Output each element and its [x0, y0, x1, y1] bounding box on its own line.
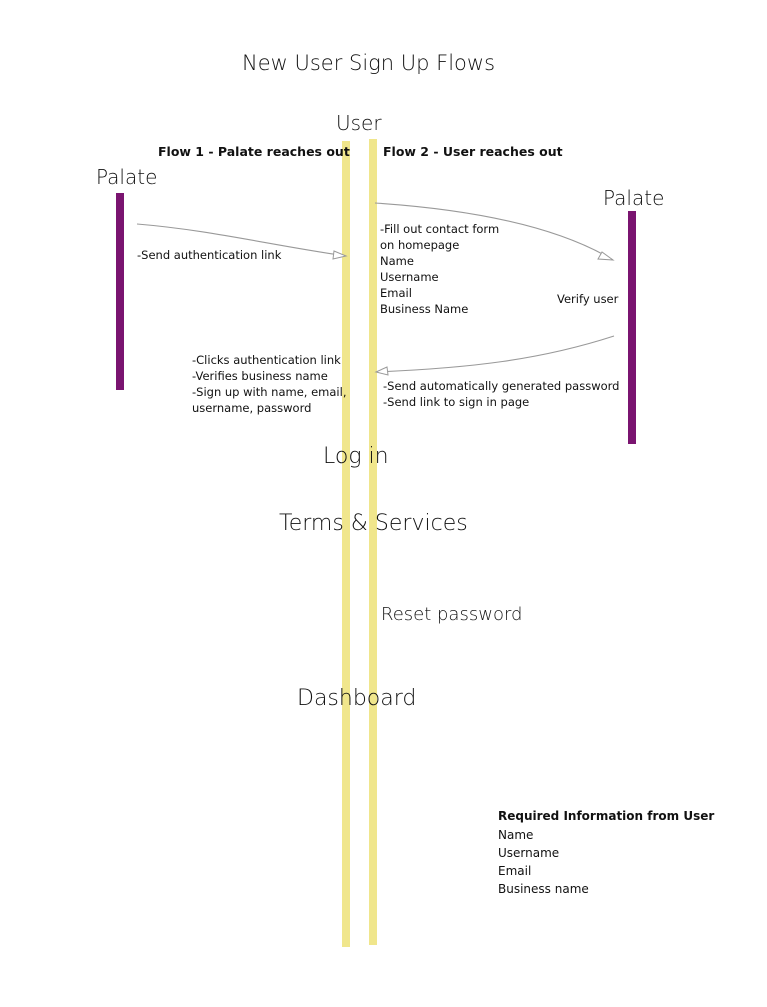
- step-login: Log in: [323, 444, 389, 469]
- arrowhead-send-auth-link: [332, 250, 348, 260]
- actor-palate-right: Palate: [603, 186, 665, 210]
- flow1-title: Flow 1 - Palate reaches out: [158, 144, 350, 159]
- required-info-title: Required Information from User: [498, 809, 715, 823]
- step-terms-services: Terms & Services: [279, 511, 468, 536]
- arrow-send-auth-link: [136, 223, 347, 257]
- user-lifeline-flow1: [342, 141, 350, 947]
- message-user-actions: -Clicks authentication link -Verifies bu…: [192, 353, 347, 415]
- required-info: Required Information from User Name User…: [498, 809, 714, 898]
- arrow-contact-form: [374, 202, 614, 261]
- diagram-title: New User Sign Up Flows: [242, 51, 496, 75]
- palate-lifeline-right: [628, 211, 636, 444]
- message-contact-form: -Fill out contact form on homepage Name …: [380, 222, 500, 316]
- flow2-title: Flow 2 - User reaches out: [383, 144, 563, 159]
- step-dashboard: Dashboard: [297, 686, 417, 711]
- user-lifeline-flow2: [369, 139, 377, 945]
- required-info-item: Business name: [498, 882, 589, 896]
- actor-user: User: [336, 111, 382, 135]
- arrowhead-send-password: [374, 366, 389, 376]
- required-info-item: Name: [498, 828, 534, 842]
- message-send-auth-link: -Send authentication link: [137, 248, 282, 262]
- message-send-password: -Send automatically generated password -…: [383, 379, 620, 409]
- step-reset-password: Reset password: [381, 604, 523, 625]
- arrow-send-password: [375, 335, 615, 373]
- required-info-item: Username: [498, 846, 560, 860]
- message-verify-user: Verify user: [557, 292, 619, 306]
- palate-lifeline-left: [116, 193, 124, 390]
- arrowhead-contact-form: [597, 251, 615, 261]
- actor-palate-left: Palate: [96, 165, 158, 189]
- required-info-item: Email: [498, 864, 532, 878]
